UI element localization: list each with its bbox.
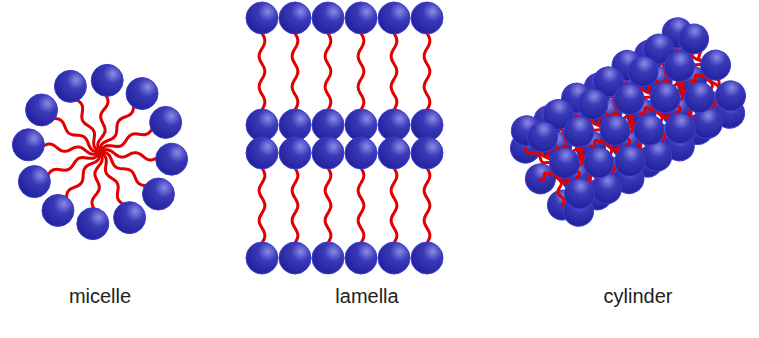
lipid-head bbox=[18, 166, 50, 198]
structure-label: cylinder bbox=[604, 284, 673, 308]
lipid-head bbox=[142, 178, 174, 210]
micelle-figure bbox=[12, 64, 187, 239]
lipid-head bbox=[312, 242, 344, 274]
lipid-head bbox=[411, 2, 443, 34]
lipid-head bbox=[679, 77, 720, 118]
lipid-head bbox=[126, 78, 158, 110]
lipid-head bbox=[77, 208, 109, 240]
lipid-head bbox=[609, 141, 650, 182]
lipid-head bbox=[246, 137, 278, 169]
lipid-head bbox=[594, 110, 635, 151]
lipid-head bbox=[628, 109, 669, 150]
lipid-head bbox=[150, 106, 182, 138]
lipid-head bbox=[91, 64, 123, 96]
lipid-head bbox=[378, 2, 410, 34]
lipid-head bbox=[279, 109, 311, 141]
lipid-head bbox=[378, 242, 410, 274]
lipid-head bbox=[578, 142, 619, 183]
lipid-head bbox=[246, 109, 278, 141]
lipid-head bbox=[411, 109, 443, 141]
lipid-head bbox=[710, 75, 751, 116]
lipid-head bbox=[345, 242, 377, 274]
lipid-head bbox=[544, 142, 585, 183]
lipid-head bbox=[12, 129, 44, 161]
lipid-head bbox=[345, 2, 377, 34]
lipid-head bbox=[54, 70, 86, 102]
lipid-head bbox=[156, 143, 188, 175]
lipid-head bbox=[345, 109, 377, 141]
structure-label: lamella bbox=[335, 284, 398, 308]
cylinder-figure bbox=[494, 4, 759, 240]
lipid-head bbox=[559, 173, 600, 214]
lipid-head bbox=[312, 2, 344, 34]
lipid-head bbox=[42, 194, 74, 226]
lipid-head bbox=[279, 137, 311, 169]
lipid-head bbox=[378, 109, 410, 141]
lipid-head bbox=[411, 242, 443, 274]
lipid-head bbox=[312, 137, 344, 169]
lipid-head bbox=[558, 111, 599, 152]
lipid-head bbox=[279, 2, 311, 34]
lipid-head bbox=[312, 109, 344, 141]
lipid-head bbox=[26, 94, 58, 126]
lipid-head bbox=[659, 46, 700, 87]
lipid-head bbox=[378, 137, 410, 169]
lipid-head bbox=[246, 242, 278, 274]
lipid-head bbox=[279, 242, 311, 274]
lipid-head bbox=[695, 44, 736, 85]
structure-label: micelle bbox=[69, 284, 131, 308]
lamella-figure bbox=[246, 2, 443, 274]
lipid-head bbox=[246, 2, 278, 34]
lipid-head bbox=[411, 137, 443, 169]
lipid-head bbox=[659, 108, 700, 149]
lipid-head bbox=[345, 137, 377, 169]
lipid-head bbox=[644, 77, 685, 118]
lipid-head bbox=[608, 79, 649, 120]
lipid-head bbox=[114, 202, 146, 234]
